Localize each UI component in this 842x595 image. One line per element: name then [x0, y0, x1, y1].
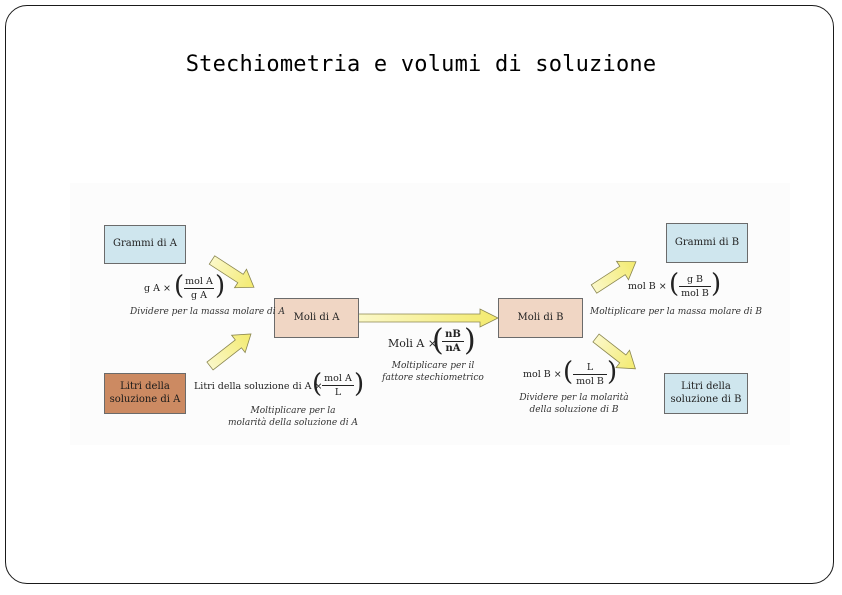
arrow-moli-b-to-grammi-b — [590, 260, 637, 294]
vol-b-den: mol B — [576, 376, 604, 387]
stoichiometry-diagram: Grammi di A Litri della soluzione di A M… — [70, 183, 790, 445]
box-grammi-a-label: Grammi di A — [112, 238, 178, 250]
vol-a-paren-close: ) — [354, 369, 365, 399]
mass-a-paren-open: ( — [174, 271, 185, 301]
stoich-factor: nB nA — [442, 329, 464, 354]
mass-b-paren-close: ) — [711, 269, 722, 299]
vol-a-factor: mol A L — [322, 373, 354, 398]
vol-b-note-line1: Dividere per la molarità — [519, 393, 629, 403]
mass-a-prefix: g A × — [144, 283, 171, 294]
vol-a-den: L — [334, 387, 342, 398]
stoich-paren-open: ( — [432, 323, 444, 358]
mass-a-den: g A — [191, 290, 207, 301]
box-moli-a-label: Moli di A — [293, 311, 340, 323]
vol-b-factor: L mol B — [573, 362, 607, 387]
box-grammi-a: Grammi di A — [104, 225, 186, 264]
arrow-grammi-a-to-moli-a — [208, 255, 255, 289]
vol-b-num: L — [586, 362, 594, 373]
box-moli-b: Moli di B — [498, 298, 583, 338]
arrows-layer — [206, 255, 637, 371]
mass-b-note: Moltiplicare per la massa molare di B — [590, 307, 762, 317]
box-litri-a: Litri della soluzione di A — [104, 373, 186, 414]
mass-a-note: Dividere per la massa molare di A — [130, 307, 286, 317]
vol-a-prefix: Litri della soluzione di A × — [194, 381, 323, 392]
box-grammi-b-label: Grammi di B — [674, 236, 740, 248]
vol-b-paren-close: ) — [607, 357, 618, 387]
vol-b-note-line2: della soluzione di B — [529, 404, 619, 415]
box-moli-a: Moli di A — [274, 298, 359, 338]
vol-a-note-line1: Moltiplicare per la — [250, 406, 336, 416]
mass-b-num: g B — [686, 274, 704, 285]
vol-b-prefix: mol B × — [523, 369, 562, 380]
box-moli-b-label: Moli di B — [517, 311, 564, 323]
box-litri-b-line2: soluzione di B — [670, 393, 742, 405]
stoich-paren-close: ) — [464, 323, 476, 358]
stoich-num: nB — [445, 329, 461, 340]
mass-a-num: mol A — [185, 276, 213, 287]
mass-a-factor: mol A g A — [184, 276, 214, 301]
stoich-note: Moltiplicare per il fattore stechiometri… — [378, 361, 488, 384]
box-litri-b: Litri della soluzione di B — [664, 373, 748, 414]
vol-b-paren-open: ( — [563, 357, 574, 387]
arrow-litri-a-to-moli-a — [206, 333, 252, 371]
stoich-prefix: Moli A × — [388, 337, 438, 350]
vol-a-note-line2: molarità della soluzione di A — [228, 417, 359, 428]
stoich-note-line1: Moltiplicare per il — [391, 361, 475, 371]
mass-b-factor: g B mol B — [679, 274, 711, 299]
box-grammi-b: Grammi di B — [666, 223, 748, 263]
box-litri-a-line1: Litri della — [120, 381, 170, 392]
vol-a-note: Moltiplicare per la molarità della soluz… — [228, 406, 358, 429]
vol-b-note: Dividere per la molarità della soluzione… — [518, 393, 630, 416]
slide-frame — [5, 5, 834, 584]
stoich-den: nA — [445, 343, 461, 354]
mass-b-den: mol B — [681, 288, 709, 299]
mass-b-paren-open: ( — [669, 269, 680, 299]
vol-a-paren-open: ( — [312, 369, 323, 399]
stoich-note-line2: fattore stechiometrico — [382, 372, 484, 383]
box-litri-b-line1: Litri della — [681, 381, 731, 392]
arrow-moli-b-to-litri-b — [592, 333, 636, 370]
box-litri-a-line2: soluzione di A — [109, 393, 181, 405]
vol-a-num: mol A — [324, 373, 352, 384]
slide-title: Stechiometria e volumi di soluzione — [185, 52, 657, 77]
arrow-moli-a-to-moli-b — [357, 308, 499, 328]
mass-b-prefix: mol B × — [628, 281, 667, 292]
mass-a-paren-close: ) — [215, 271, 226, 301]
